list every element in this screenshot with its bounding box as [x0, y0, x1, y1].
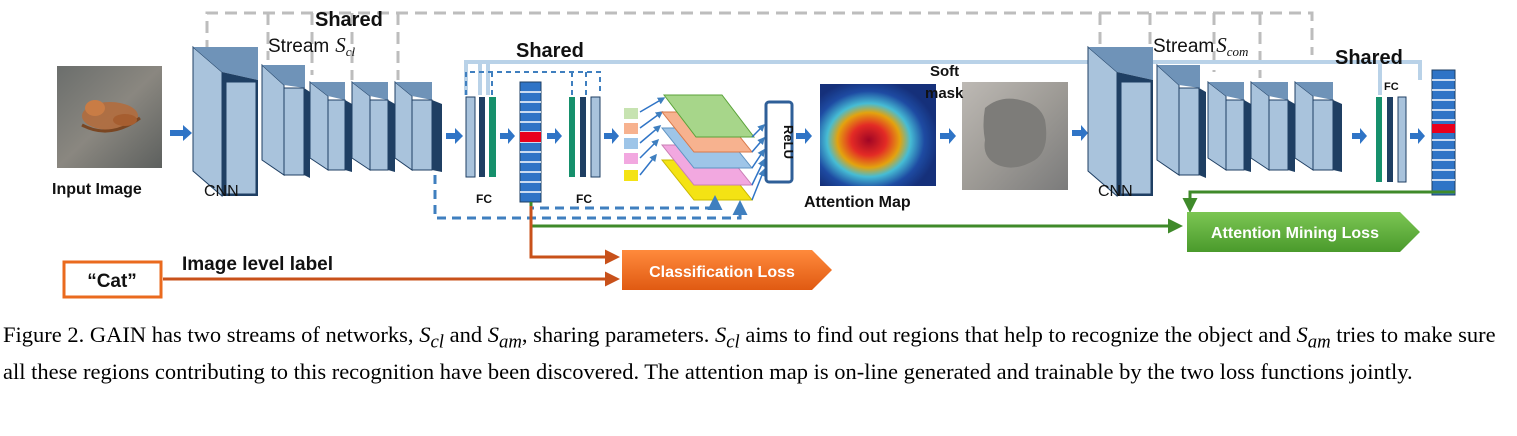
- cat-label-box: “Cat”: [62, 260, 163, 299]
- input-arrow: [170, 125, 192, 141]
- attention-mining-loss-label: Attention Mining Loss: [1211, 225, 1379, 242]
- input-image-label: Input Image: [52, 181, 142, 198]
- gain-diagram: ReLU: [52, 9, 1456, 299]
- relu-box: ReLU: [764, 100, 796, 184]
- relu-label: ReLU: [781, 125, 796, 159]
- fc2-layers: [569, 96, 601, 178]
- shared-fc-dash: [465, 71, 601, 95]
- feature-fan-lines: [639, 97, 666, 176]
- cnn-right-blocks: [1087, 45, 1342, 198]
- shared-fc-line: [464, 60, 1422, 95]
- fc3-layers: [1376, 96, 1407, 183]
- classification-path: [163, 206, 620, 287]
- fc2-label: FC: [576, 192, 592, 206]
- cnn-left-blocks: [192, 45, 442, 198]
- classification-loss-label: Classification Loss: [649, 264, 795, 281]
- shared-fc-label: Shared: [516, 40, 584, 62]
- classification-loss-box: Classification Loss: [622, 250, 832, 290]
- shared-dashed-connectors: [205, 11, 1314, 80]
- stream-com-label: StreamScom: [1153, 33, 1248, 59]
- image-level-label: Image level label: [182, 254, 333, 275]
- soft-label: Soft: [930, 63, 959, 80]
- figure-caption: Figure 2. GAIN has two streams of networ…: [3, 322, 1496, 384]
- planes-to-relu: [751, 123, 766, 201]
- shared-top-label: Shared: [315, 9, 383, 31]
- fc3-label: FC: [1384, 81, 1399, 93]
- attention-mining-loss-box: Attention Mining Loss: [1187, 212, 1420, 252]
- shared-right-label: Shared: [1335, 47, 1403, 69]
- fc1-label: FC: [476, 192, 492, 206]
- attention-map: [820, 84, 936, 186]
- fc1-layers: [465, 96, 496, 178]
- cnn-left-label: CNN: [204, 183, 239, 200]
- mask-label: mask: [925, 85, 964, 102]
- masked-image: [962, 82, 1068, 190]
- weighted-feature-planes: [660, 94, 756, 201]
- output-vector-2: [1431, 69, 1456, 196]
- cnn-right-label: CNN: [1098, 183, 1133, 200]
- cat-label: “Cat”: [87, 271, 137, 292]
- feature-squares: [624, 108, 638, 181]
- attention-map-label: Attention Map: [804, 194, 911, 211]
- input-image: [57, 66, 162, 168]
- output-vector-1: [519, 81, 542, 203]
